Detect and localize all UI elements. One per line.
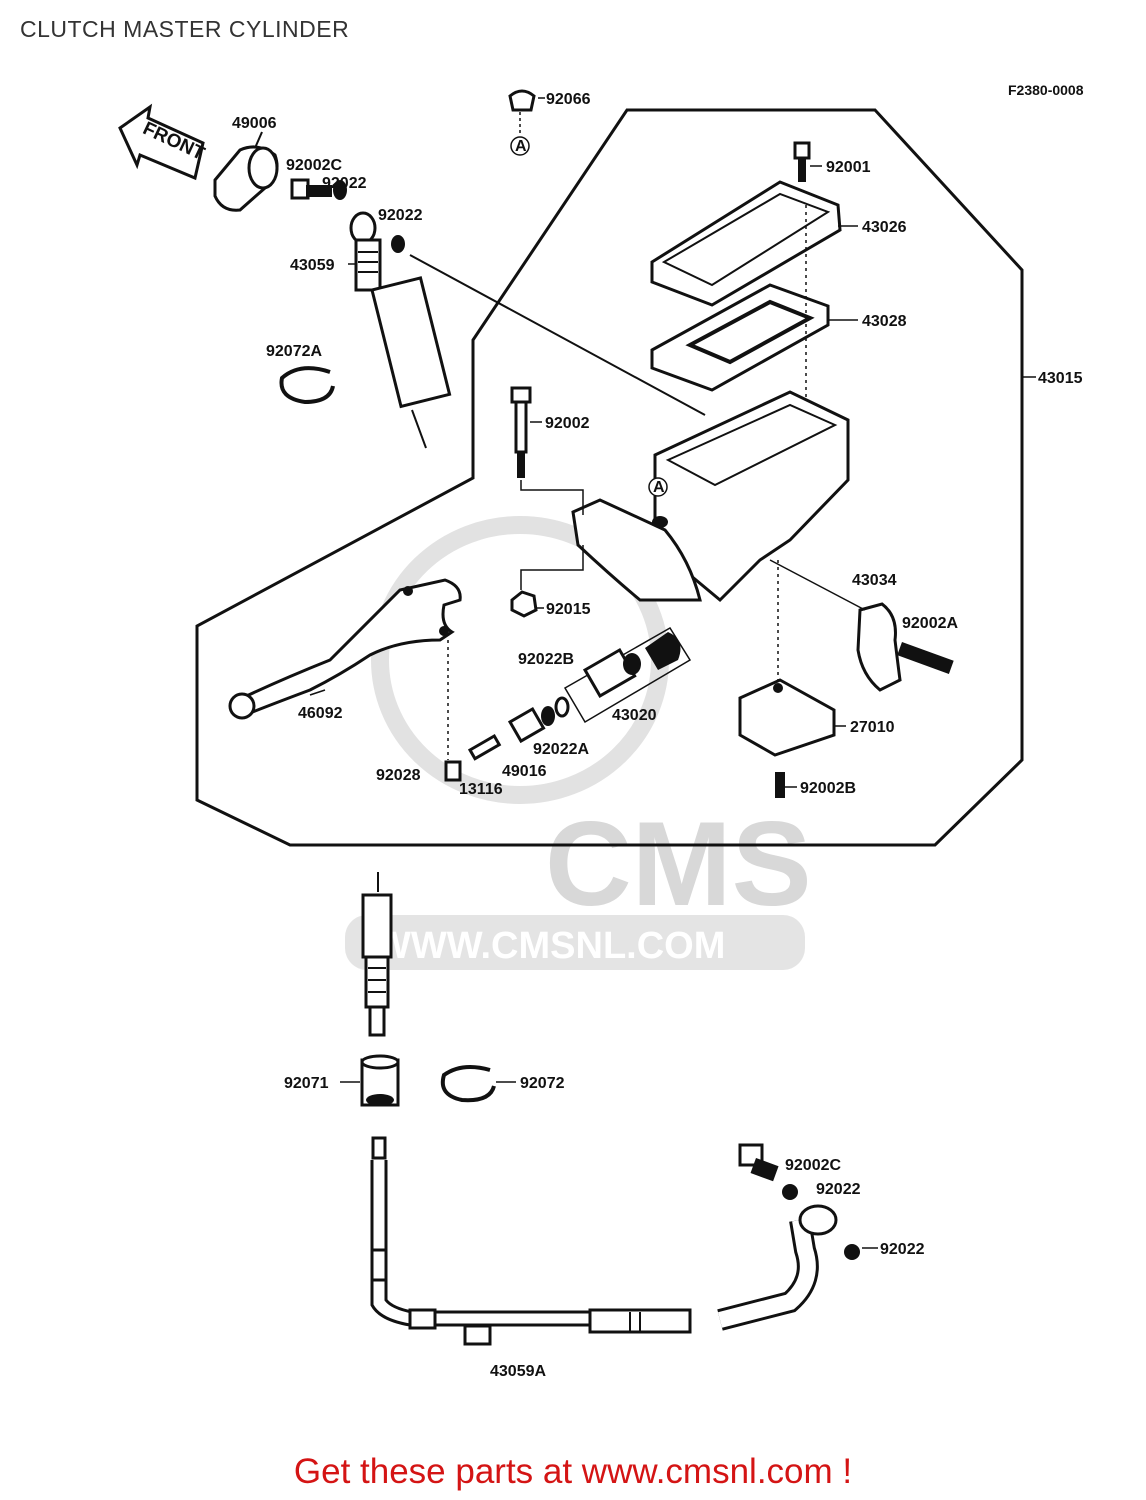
hose-43059-icon [349, 211, 452, 449]
label-92022-bottom1: 92022 [816, 1181, 861, 1198]
pushrod-49016-icon [444, 706, 546, 782]
label-43026: 43026 [862, 219, 907, 236]
label-13116: 13116 [459, 781, 503, 798]
diagram-title: CLUTCH MASTER CYLINDER [20, 16, 350, 42]
clip-92072-icon [440, 1064, 496, 1103]
label-92071: 92071 [284, 1075, 329, 1092]
label-92072: 92072 [520, 1075, 565, 1092]
label-92072a: 92072A [266, 343, 322, 360]
cover-43026-icon [650, 180, 842, 307]
switch-27010-icon [738, 560, 836, 798]
label-92002c-top: 92002C [286, 157, 342, 174]
footer-link[interactable]: Get these parts at www.cmsnl.com ! [293, 1452, 853, 1491]
watermark-url: WWW.CMSNL.COM [375, 925, 725, 967]
bolt-92002-icon [510, 386, 584, 515]
label-92002b: 92002B [800, 780, 856, 797]
nut-92015-icon [510, 545, 584, 618]
label-92001: 92001 [826, 159, 871, 176]
label-92066: 92066 [546, 91, 591, 108]
label-49016: 49016 [502, 763, 547, 780]
clip-92072a-icon [279, 366, 335, 405]
diagram-code: F2380-0008 [1008, 82, 1084, 98]
screw-92001-icon [793, 141, 811, 182]
cap-49006-icon [213, 131, 279, 212]
label-46092: 46092 [298, 705, 343, 722]
label-43028: 43028 [862, 313, 907, 330]
leader-lines [309, 97, 1036, 1249]
sleeve-92071-icon [360, 1054, 400, 1107]
label-92002: 92002 [545, 415, 590, 432]
label-92002a: 92002A [902, 615, 958, 632]
lever-46092-icon [228, 578, 462, 760]
piston-43020-icon [541, 626, 692, 726]
label-92015: 92015 [546, 601, 591, 618]
holder-43034-icon [769, 559, 954, 692]
label-92002c-bottom: 92002C [785, 1157, 841, 1174]
hose-end-lower-icon [361, 872, 393, 1037]
master-cylinder-body-icon [571, 390, 850, 603]
label-92028: 92028 [376, 767, 421, 784]
label-43015: 43015 [1038, 370, 1083, 387]
parts-diagram: CMS WWW.CMSNL.COM FRONT [118, 89, 1083, 1380]
ref-marker-a-top: A [515, 138, 527, 155]
label-92022a: 92022A [533, 741, 589, 758]
label-27010: 27010 [850, 719, 895, 736]
label-92022b: 92022B [518, 651, 574, 668]
ref-marker-a-body: A [653, 479, 665, 496]
label-43059a: 43059A [490, 1363, 546, 1380]
label-43059: 43059 [290, 257, 335, 274]
label-92022-bottom2: 92022 [880, 1241, 925, 1258]
plug-92066-icon [508, 89, 536, 156]
hose-43059a-icon [370, 1136, 838, 1346]
label-92022-top2: 92022 [378, 207, 423, 224]
label-92022-top1: 92022 [322, 175, 367, 192]
label-49006: 49006 [232, 115, 277, 132]
watermark-logo: CMS [545, 797, 812, 931]
banjo-bolt-bottom-icon [738, 1143, 860, 1260]
label-43020: 43020 [612, 707, 657, 724]
front-arrow-icon: FRONT [118, 103, 208, 181]
label-43034: 43034 [852, 572, 897, 589]
assembly-43015-outline [195, 108, 1024, 847]
banjo-bolt-top-icon [290, 178, 405, 253]
